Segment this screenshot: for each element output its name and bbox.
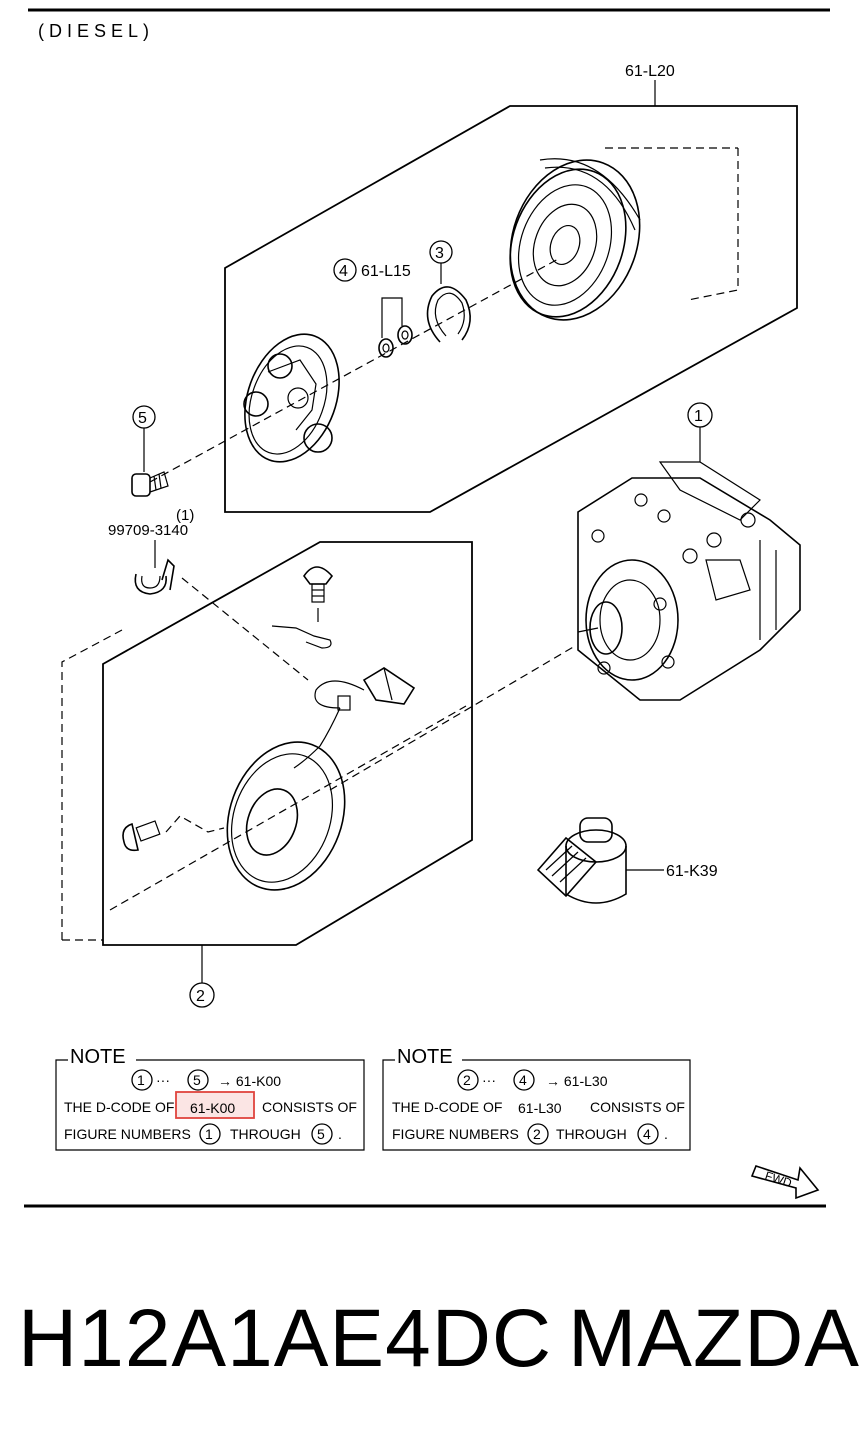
callout-4: 4	[339, 263, 348, 280]
callout-1: 1	[694, 408, 703, 425]
note1-range-to: 5	[193, 1072, 201, 1088]
note1-arrow-code: → 61-K00	[218, 1073, 281, 1089]
note-box-l30: NOTE 2 ··· 4 → 61-L30 THE D-CODE OF 61-L…	[382, 1046, 691, 1151]
field-coil-group	[61, 541, 576, 946]
pulley	[509, 158, 641, 321]
fwd-label: FWD	[763, 1168, 794, 1190]
callout-5: 5	[138, 410, 147, 427]
note2-line2-code: 61-L30	[518, 1100, 562, 1116]
note1-dots: ···	[156, 1072, 170, 1088]
note-box-k00: NOTE 1 ··· 5 → 61-K00 THE D-CODE OF 61-K…	[55, 1046, 365, 1151]
note1-line3-end: .	[338, 1126, 342, 1142]
note2-line3-to: 4	[643, 1126, 651, 1142]
part-code: H12A1AE4DC	[18, 1293, 553, 1384]
note1-line3-to: 5	[317, 1126, 325, 1142]
callout-3: 3	[435, 245, 444, 262]
pressure-plate	[243, 333, 340, 463]
note1-title: NOTE	[70, 1046, 126, 1068]
highlight-box	[175, 1091, 255, 1119]
note2-line2-prefix: THE D-CODE OF	[392, 1099, 502, 1115]
ground-screw	[271, 566, 334, 649]
note1-line3-from: 1	[205, 1126, 213, 1142]
note1-line3-prefix: FIGURE NUMBERS	[64, 1126, 191, 1142]
note1-line2-code: 61-K00	[190, 1100, 235, 1116]
switch-part-label: 61-K39	[666, 863, 718, 880]
note2-arrow-code: → 61-L30	[546, 1073, 608, 1089]
note1-line2-prefix: THE D-CODE OF	[64, 1099, 174, 1115]
clutch-pulley-group	[131, 105, 798, 513]
note1-line2-suffix: CONSISTS OF	[262, 1099, 357, 1115]
note2-line3-from: 2	[533, 1126, 541, 1142]
note2-line3-prefix: FIGURE NUMBERS	[392, 1126, 519, 1142]
item4-part-label: 61-L15	[361, 263, 411, 280]
note2-line2-suffix: CONSISTS OF	[590, 1099, 685, 1115]
wire-clamp	[134, 558, 175, 595]
note2-range-from: 2	[463, 1072, 471, 1088]
variant-label: (DIESEL)	[38, 21, 154, 41]
note2-line3-mid: THROUGH	[556, 1126, 627, 1142]
thermal-switch	[536, 817, 664, 904]
group-label-l20: 61-L20	[625, 63, 675, 80]
clamp-qty-label: (1)	[176, 507, 194, 524]
coil-connector	[293, 667, 416, 769]
clamp-part-label: 99709-3140	[108, 522, 188, 539]
note2-range-to: 4	[519, 1072, 527, 1088]
coil-screw	[122, 820, 161, 852]
snap-ring	[426, 286, 471, 343]
note1-line3-mid: THROUGH	[230, 1126, 301, 1142]
brand-name: MAZDA	[568, 1293, 860, 1384]
compressor	[577, 461, 801, 701]
note1-range-from: 1	[137, 1072, 145, 1088]
shims	[378, 297, 413, 358]
note2-line3-end: .	[664, 1126, 668, 1142]
center-bolt	[131, 471, 169, 497]
field-coil	[226, 741, 346, 891]
note2-dots: ···	[482, 1072, 496, 1088]
callout-2: 2	[196, 988, 205, 1005]
note2-title: NOTE	[397, 1046, 453, 1068]
fwd-arrow-icon: FWD	[750, 1165, 820, 1200]
